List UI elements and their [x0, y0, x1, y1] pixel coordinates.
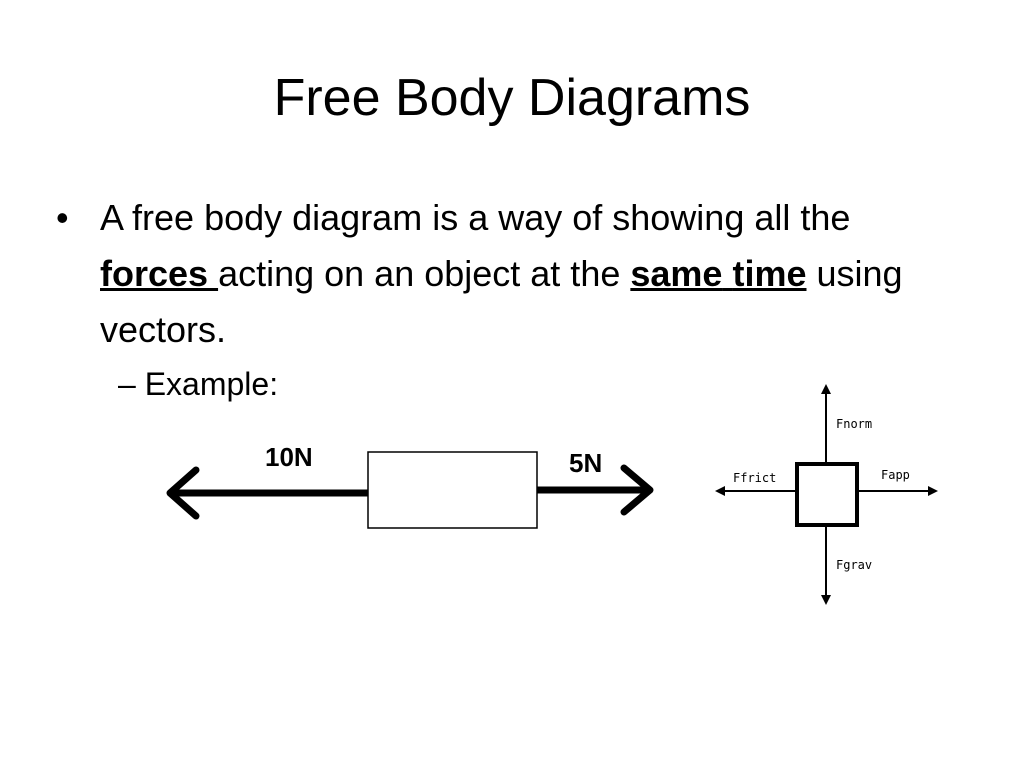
term-same: same	[630, 253, 723, 294]
object-square	[795, 462, 859, 527]
left-force2-label: Ffrict	[733, 471, 776, 485]
term-time: time	[732, 253, 807, 294]
up-force-label: Fnorm	[836, 417, 872, 431]
left-force-arrowhead	[166, 466, 200, 520]
term-forces: forces	[100, 253, 219, 294]
bullet-text-part3: using vectors.	[100, 253, 903, 350]
main-bullet: • A free body diagram is a way of showin…	[56, 190, 920, 358]
left-force2-arrowhead	[715, 486, 725, 496]
left-force-label: 10N	[265, 442, 313, 472]
bullet-text-part2: acting on an object at the	[218, 253, 631, 294]
horizontal-force-diagram: 10N 5N	[166, 442, 654, 529]
right-force2-arrowhead	[928, 486, 938, 496]
sub-bullet-text: Example:	[135, 366, 279, 402]
up-force-arrowhead	[821, 384, 831, 394]
slide-title: Free Body Diagrams	[273, 69, 751, 127]
bullet-marker: •	[56, 197, 69, 238]
right-force2-label: Fapp	[881, 468, 910, 482]
bullet-text-part1: A free body diagram is a way of showing …	[100, 197, 851, 238]
object-box	[367, 451, 538, 529]
down-force-label: Fgrav	[836, 558, 872, 572]
sub-bullet-example: – Example:	[118, 362, 278, 406]
sub-bullet-marker: –	[118, 366, 136, 402]
four-force-diagram: Fnorm Ffrict Fapp Fgrav	[715, 384, 938, 605]
right-force-arrowhead	[620, 464, 654, 516]
down-force-arrowhead	[821, 595, 831, 605]
right-force-label: 5N	[569, 448, 602, 478]
term-space	[722, 253, 732, 294]
